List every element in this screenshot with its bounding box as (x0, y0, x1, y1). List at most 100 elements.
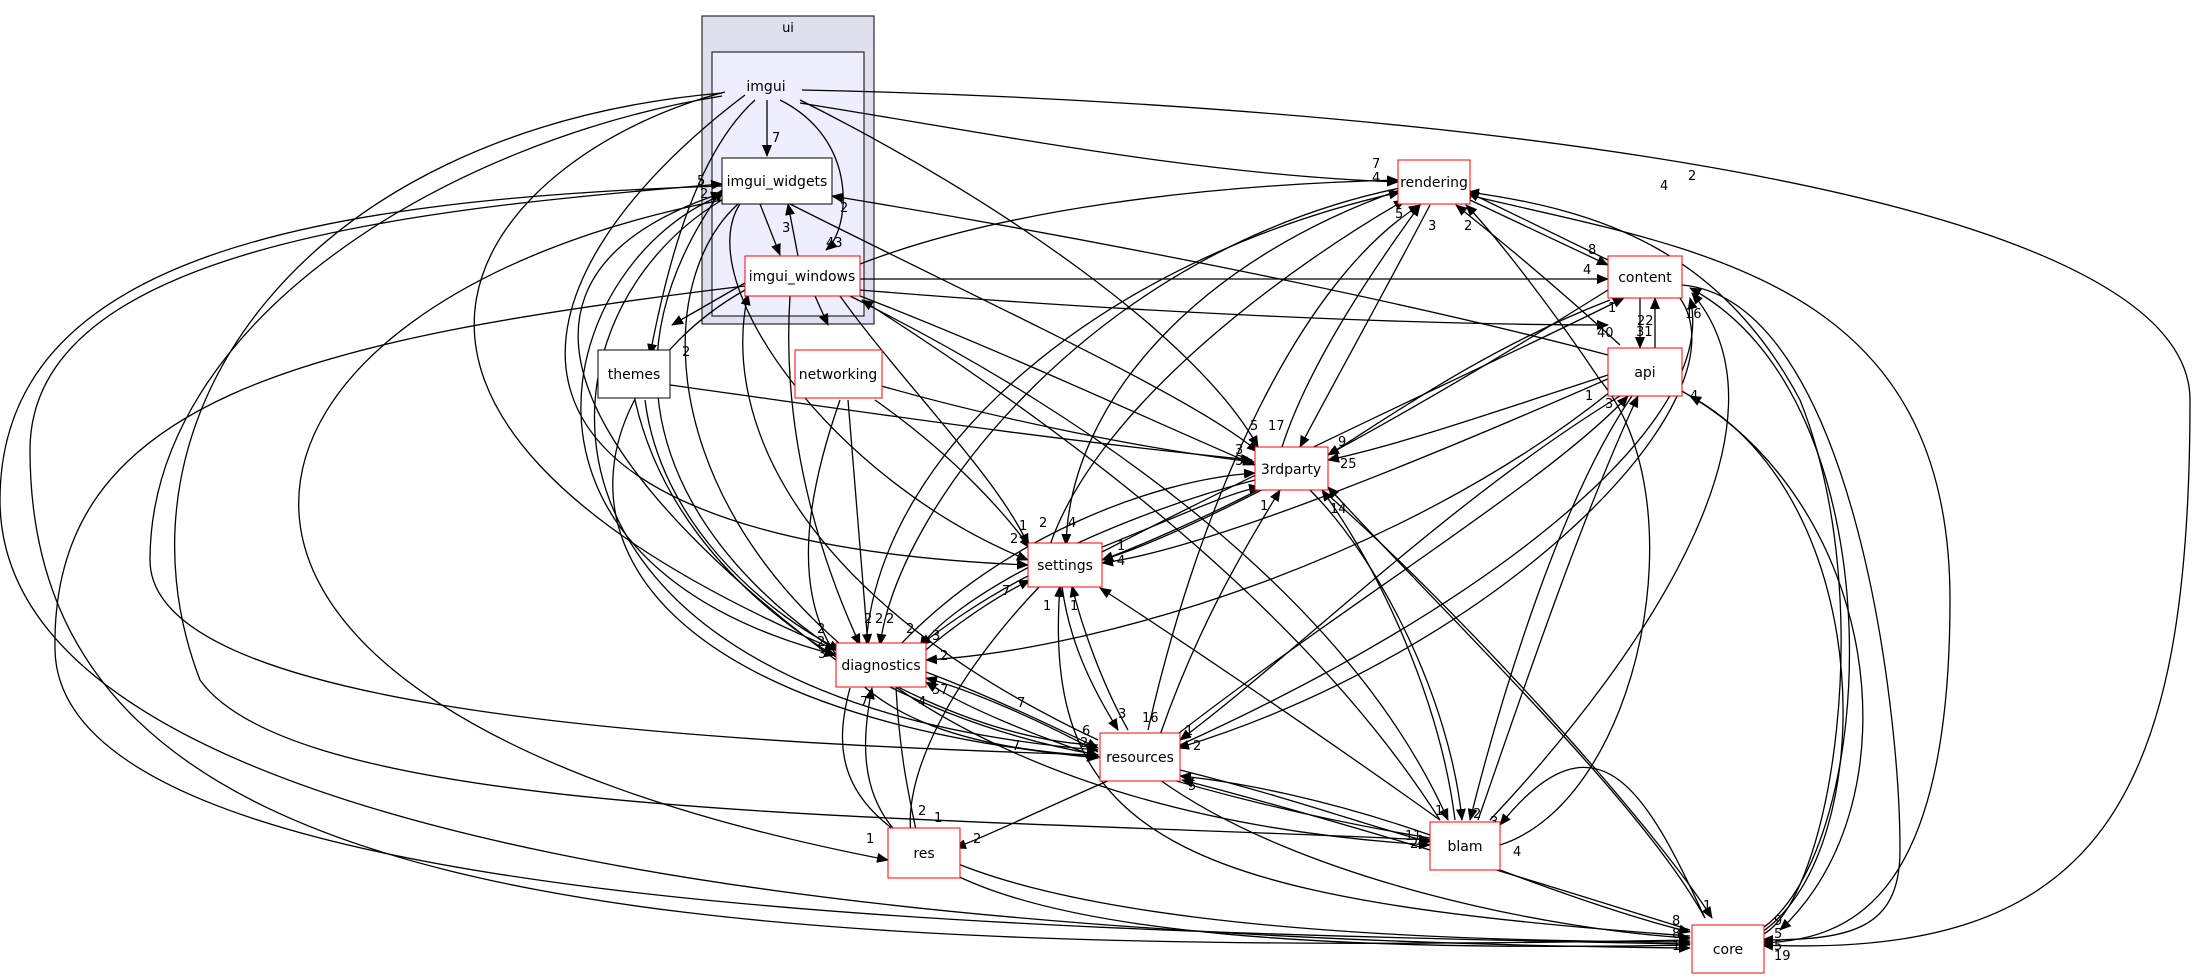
edge-core-diagnostics (864, 687, 1691, 948)
node-label: blam (1448, 839, 1483, 855)
edge-label: 5 (1395, 207, 1403, 222)
edge-settings-resources (1061, 585, 1119, 731)
node-blam[interactable]: blam (1429, 821, 1501, 871)
edge-rendering-3rdparty (1299, 204, 1431, 448)
edge-label: 25 (1340, 457, 1357, 472)
node-core[interactable]: core (1691, 924, 1765, 974)
edge-content-rendering (1467, 191, 1609, 261)
edge-label: 8 (1588, 243, 1596, 258)
edge-core-rendering (1467, 188, 1842, 936)
edge-api-diagnostics (925, 391, 1611, 665)
node-networking[interactable]: networking (794, 349, 883, 399)
edge-diagnostics-imgui-widgets (577, 191, 837, 661)
edge-diagnostics-core (841, 687, 1691, 947)
edge-label: 3 (1605, 397, 1613, 412)
node-res[interactable]: res (887, 827, 961, 879)
node-api[interactable]: api (1607, 347, 1683, 397)
node-diagnostics[interactable]: diagnostics (835, 642, 927, 688)
edge-label: 9 (1338, 435, 1346, 450)
edge-resources-rendering (1147, 204, 1421, 731)
edge-label: 2 (817, 622, 825, 637)
edge-networking-3rdparty (877, 384, 1255, 466)
edge-diagnostics-3rdparty (899, 468, 1256, 646)
edge-networking-resources (807, 399, 1099, 761)
edge-resources-api (1169, 395, 1629, 741)
edge-api-3rdparty (1327, 374, 1609, 463)
edge-label: 2 (918, 804, 926, 819)
edge-label: 2 (1010, 532, 1018, 547)
edge-settings-3rdparty (1099, 483, 1261, 549)
edge-imgui-windows-core (54, 285, 1691, 949)
edge-imgui-resources (149, 95, 1099, 760)
edge-imgui-windows-themes (671, 282, 746, 326)
edge-label: 7 (1372, 157, 1380, 172)
edge-label: 1 (1117, 539, 1125, 554)
edge-imgui-widgets-diagnostics (580, 194, 837, 658)
edge-label: 9 (1330, 447, 1338, 462)
edge-imgui-core (801, 89, 2191, 951)
node-imgui-widgets[interactable]: imgui_widgets (721, 157, 833, 205)
edge-networking-diagnostics (847, 399, 873, 646)
node-resources[interactable]: resources (1099, 732, 1181, 782)
edge-label: 7 (860, 695, 868, 710)
node-3rdparty[interactable]: 3rdparty (1254, 446, 1329, 491)
edge-label: 2 (682, 345, 690, 360)
edge-imgui-widgets-res (298, 199, 889, 863)
edge-imgui-blam (174, 92, 1431, 845)
edge-core-3rdparty (1327, 486, 1706, 919)
edge-blam-core (1499, 869, 1691, 935)
edge-content-core (1681, 284, 1901, 945)
cluster-ui-label: ui (782, 21, 794, 36)
node-label: diagnostics (841, 658, 920, 674)
edge-core-settings (1054, 585, 1691, 937)
edge-imgui-rendering (799, 102, 1399, 187)
edge-rendering-diagnostics (876, 187, 1401, 646)
edge-label: 2 (886, 612, 894, 627)
edge-imgui-windows-api (859, 289, 1609, 330)
edge-label: 40 (1597, 326, 1614, 341)
edge-imgui-windows-resources (612, 289, 1099, 762)
edge-label: 5 (1774, 927, 1782, 942)
edge-label: 1 (1703, 899, 1711, 914)
edge-diagnostics-rendering (865, 189, 1401, 646)
edge-resources-3rdparty (1159, 489, 1281, 736)
edge-label: 5 (697, 174, 705, 189)
edge-label: 1 (934, 811, 942, 826)
edge-api-core (1679, 389, 1864, 931)
edge-label: 2 (1688, 169, 1696, 184)
edge-label: 5 (1250, 419, 1258, 434)
edge-label: 1 (1672, 939, 1680, 954)
edge-label: 4 (1660, 179, 1668, 194)
node-imgui-windows[interactable]: imgui_windows (744, 255, 861, 297)
edge-api-imgui-widgets (831, 192, 1609, 356)
node-label: imgui_widgets (727, 174, 828, 190)
node-rendering[interactable]: rendering (1397, 159, 1471, 205)
edge-label: 11 (1405, 829, 1422, 844)
edge-label: 2 (1080, 736, 1088, 751)
node-label: 3rdparty (1261, 462, 1321, 478)
edge-label: 4 (1690, 389, 1698, 404)
edge-imgui-widgets-blam (684, 203, 1431, 850)
node-settings[interactable]: settings (1027, 542, 1103, 588)
node-label: content (1618, 270, 1672, 286)
edge-label: 16 (1685, 307, 1702, 322)
edge-label: 3 (1428, 219, 1436, 234)
edge-label: 2 (1039, 516, 1047, 531)
edge-label: 9 (1774, 914, 1782, 929)
edge-label: 3 (782, 221, 790, 236)
node-content[interactable]: content (1607, 255, 1683, 299)
edge-imgui-windows-diagnostics (788, 295, 861, 646)
edge-label: 2 (973, 832, 981, 847)
edge-label: 8 (1672, 927, 1680, 942)
edge-blam-api (1477, 395, 1639, 821)
edge-themes-diagnostics (644, 399, 841, 651)
edge-label: 3 (818, 647, 826, 662)
edge-label: 4 (1117, 554, 1125, 569)
edge-settings-rendering (1049, 199, 1406, 546)
edge-imgui-imgui-windows (779, 99, 844, 251)
edge-api-rendering (1455, 204, 1621, 346)
node-themes[interactable]: themes (597, 349, 671, 399)
edge-label: 1 (1435, 804, 1443, 819)
edge-label: 17 (1268, 419, 1285, 434)
edge-resources-content (1179, 297, 1698, 746)
